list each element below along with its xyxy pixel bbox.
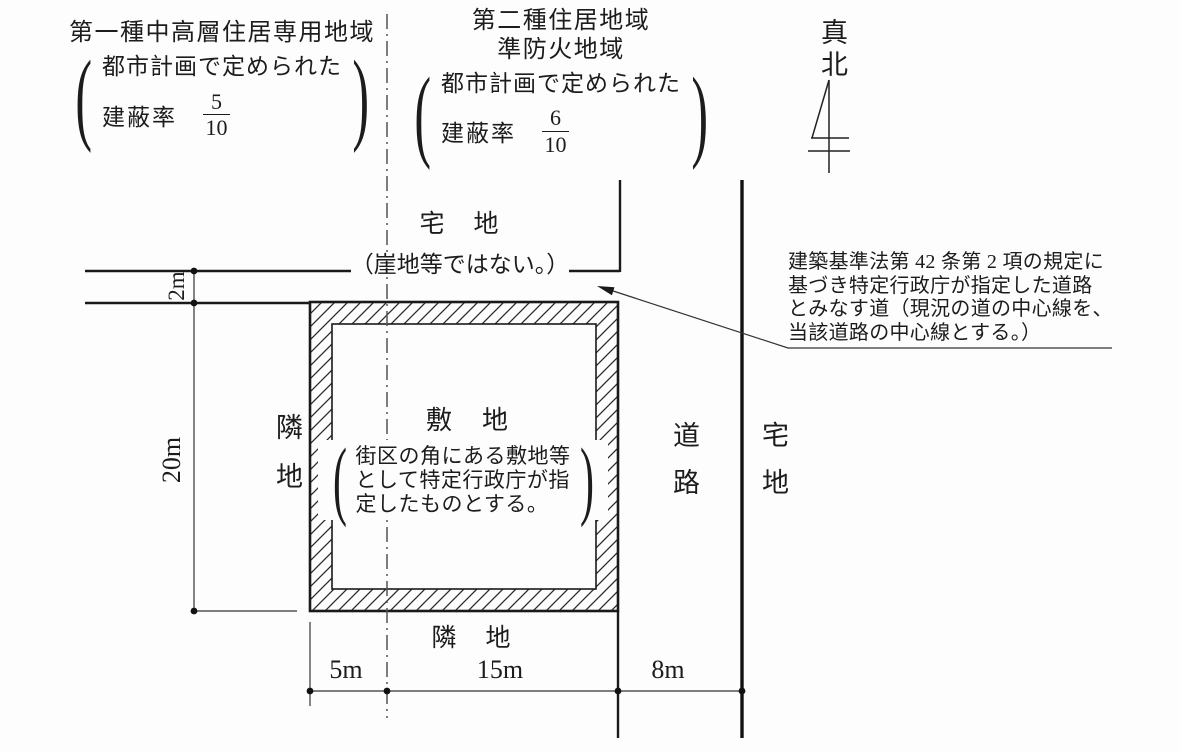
north-arrow [808, 79, 850, 173]
true-north-label: 真北 [817, 18, 847, 82]
coverage-ratio-label: 建蔽率 [102, 104, 177, 130]
annotation-line4: 当該道路の中心線とする。） [788, 321, 1042, 344]
dim-site-width: 15m [476, 655, 524, 684]
dim-dot [190, 607, 198, 615]
annotation-block: 建築基準法第 42 条第 2 項の規定に 基づき特定行政庁が指定した道路 とみな… [788, 251, 1113, 345]
dim-dot [306, 687, 314, 695]
fraction-denominator: 10 [544, 131, 567, 157]
annotation-line2: 基づき特定行政庁が指定した道路 [788, 274, 1093, 297]
road-label: 道路 [669, 421, 699, 515]
right-lot-label: 宅地 [758, 421, 788, 515]
dim-dot [383, 687, 391, 695]
fraction-denominator: 10 [205, 115, 228, 141]
top-lot-label: 宅 地 [419, 211, 501, 238]
right-paren-icon: ) [579, 430, 594, 529]
annotation-line1: 建築基準法第 42 条第 2 項の規定に [788, 251, 1104, 273]
site-note-line3: 定したものとする。 [355, 491, 549, 516]
coverage-ratio-fraction: 6 10 [542, 105, 569, 157]
annotation-line3: とみなす道（現況の道の中心線を、 [788, 298, 1113, 320]
annotation-leader-line [603, 287, 1112, 349]
left-paren-icon: ( [414, 56, 431, 171]
dim-dot [190, 299, 198, 307]
zone-left-block: 第一種中高層住居専用地域 ( 都市計画で定められた 建蔽率 5 10 ) [66, 20, 378, 155]
bottom-neighbor-label: 隣 地 [431, 625, 513, 652]
annotation-arrowhead-icon [597, 286, 615, 296]
dim-left-setback: 5m [329, 655, 363, 684]
left-neighbor-label: 隣地 [272, 413, 302, 511]
dim-dot [190, 267, 198, 275]
fraction-numerator: 5 [203, 89, 230, 116]
top-lot-block: 宅 地 （崖地等ではない。） [340, 204, 580, 279]
zone-right-note: 都市計画で定められた [441, 70, 681, 96]
zone-right-title-line2: 準防火地域 [497, 37, 625, 64]
left-paren-icon: ( [332, 430, 347, 529]
zone-left-title: 第一種中高層住居専用地域 [69, 20, 375, 46]
site-label: 敷 地 [425, 406, 510, 435]
zone-right-block: 第二種住居地域 準防火地域 ( 都市計画で定められた 建蔽率 6 10 ) [414, 8, 708, 171]
left-paren-icon: ( [75, 39, 92, 155]
fraction-numerator: 6 [542, 105, 569, 132]
right-paren-icon: ) [691, 56, 708, 171]
coverage-ratio-label: 建蔽率 [441, 121, 516, 147]
zone-right-title-line1: 第二種住居地域 [471, 8, 651, 34]
right-paren-icon: ) [352, 39, 369, 155]
dim-dot [614, 687, 622, 695]
top-lot-note: （崖地等ではない。） [350, 252, 570, 277]
site-note-line1: 街区の角にある敷地等 [355, 443, 571, 468]
dim-dot [738, 687, 746, 695]
dim-road-width: 8m [651, 655, 685, 684]
zone-left-note: 都市計画で定められた [102, 54, 342, 80]
site-note-line2: として特定行政庁が指 [355, 467, 570, 492]
dim-site-depth: 20m [157, 436, 186, 484]
coverage-ratio-fraction: 5 10 [203, 89, 230, 141]
dim-road-top: 2m [164, 271, 189, 301]
site-note-block: ( 街区の角にある敷地等 として特定行政庁が指 定したものとする。 ) [318, 430, 608, 529]
